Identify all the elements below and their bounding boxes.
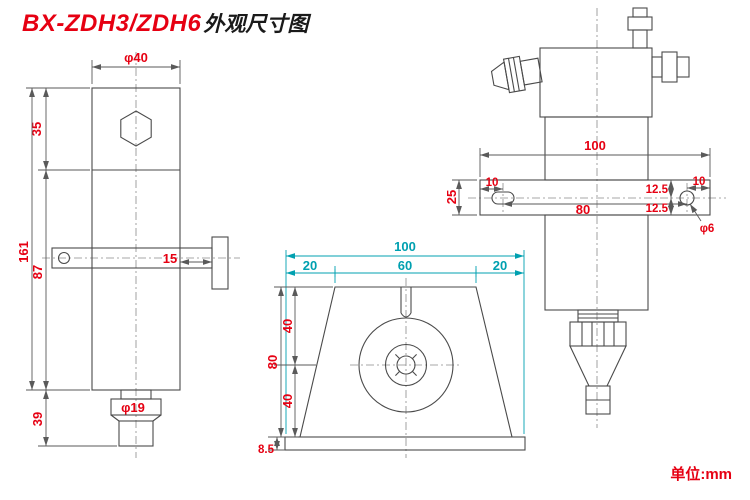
front-view-outline: [51, 87, 229, 447]
dim-base-width-group: 100 20 60 20: [285, 239, 525, 434]
front-view: φ40 35 161 87 39: [16, 50, 240, 458]
dim-text-base-40-top: 40: [280, 319, 295, 333]
unit-label: 单位:mm: [670, 466, 732, 483]
dim-front-mid-height: 87: [30, 170, 49, 390]
nozzle-collar: [110, 398, 162, 416]
dim-text-base-80: 80: [265, 355, 280, 369]
dim-text-base-100: 100: [394, 239, 416, 254]
clamp-plate: [211, 236, 229, 290]
bore-middle-circle: [384, 343, 428, 387]
dim-text-15: 15: [163, 251, 177, 266]
dim-plate-width: 100: [479, 138, 711, 177]
valve-body: [539, 47, 653, 118]
nozzle-tip: [118, 420, 154, 447]
bore-center-circle: [396, 355, 416, 375]
dim-front-body-diameter: φ40: [91, 50, 181, 84]
dim-front-nozzle-height: 39: [30, 390, 117, 447]
side-view-outline: [479, 7, 711, 415]
dim-text-12p5-top: 12.5: [646, 184, 669, 196]
top-fitting: [627, 7, 653, 49]
dim-text-10-right: 10: [693, 176, 706, 188]
dim-hole-diameter: φ6: [689, 203, 715, 235]
dim-hole-top-offset: 12.5: [646, 180, 674, 198]
dim-text-10-left: 10: [486, 177, 499, 189]
spray-nozzle: [490, 55, 543, 94]
dim-text-80: 80: [576, 202, 590, 217]
bore-outer-circle: [358, 317, 454, 413]
dim-hole-bottom-offset: 12.5: [646, 198, 674, 215]
base-view: 100 20 60 20 40 40 80 8.5: [258, 239, 526, 458]
dim-front-total-height: 161: [16, 88, 90, 391]
dim-text-161: 161: [16, 241, 31, 263]
dim-text-25: 25: [444, 190, 459, 204]
dim-text-87: 87: [30, 265, 45, 279]
dim-text-base-20-left: 20: [303, 258, 317, 273]
dim-text-base-40-bottom: 40: [280, 394, 295, 408]
dim-base-height-group: 40 40 80 8.5: [258, 286, 333, 456]
mounting-hole: [679, 190, 695, 206]
dim-text-side-100: 100: [584, 138, 606, 153]
dim-front-top-height: 35: [26, 87, 90, 171]
dim-text-12p5-bottom: 12.5: [646, 203, 669, 215]
arm-hole: [57, 251, 71, 265]
dim-text-phi40: φ40: [124, 50, 148, 65]
side-view-centerlines: [468, 8, 726, 428]
dim-front-clamp-offset: 15: [163, 251, 212, 266]
dim-text-base-20-right: 20: [493, 258, 507, 273]
base-plate: [284, 436, 526, 451]
dim-hole-edge: 10: [687, 176, 710, 191]
drawing-title: BX-ZDH3/ZDH6外观尺寸图: [22, 8, 308, 38]
dim-text-39: 39: [30, 412, 45, 426]
base-view-centerlines: [350, 278, 462, 458]
dim-text-base-60: 60: [398, 258, 412, 273]
air-fitting: [651, 51, 690, 83]
title-suffix: 外观尺寸图: [203, 13, 309, 36]
dim-hole-spacing: 80: [503, 201, 687, 217]
bracket-body: [299, 286, 513, 438]
hex-bolt-head: [120, 110, 152, 147]
nozzle-nut: [569, 321, 627, 347]
base-view-outline: [284, 286, 526, 451]
dim-plate-height: 25: [444, 179, 477, 216]
dim-text-phi6: φ6: [700, 223, 715, 235]
dim-text-35: 35: [29, 122, 44, 136]
dim-slot-edge: 10: [480, 177, 503, 192]
front-view-centerlines: [42, 52, 240, 458]
dim-text-base-8p5: 8.5: [258, 444, 275, 456]
dim-text-phi19: φ19: [121, 400, 145, 415]
side-view: 100 25 10 80 12.5 10: [444, 7, 726, 428]
model-number: BX-ZDH3/ZDH6: [22, 10, 202, 37]
